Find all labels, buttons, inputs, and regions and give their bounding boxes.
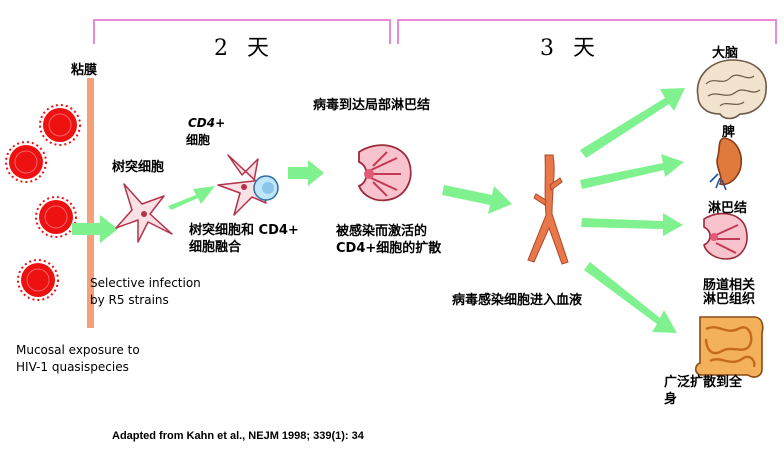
- dendritic-cell-icon: [115, 183, 173, 243]
- label-cd4-line1: CD4+: [188, 116, 226, 130]
- virus-particle: [39, 104, 81, 146]
- citation: Adapted from Kahn et al., NEJM 1998; 339…: [112, 430, 364, 442]
- lymph-node-small-icon: [703, 212, 748, 260]
- label-lymph-node: 淋巴结: [708, 201, 748, 216]
- arrow-virus-to-dc: [72, 215, 118, 243]
- label-fusion-line2: 细胞融合: [189, 240, 242, 255]
- bracket-day-3: [397, 19, 777, 44]
- note-mucosal-exposure: Mucosal exposure to HIV-1 quasispecies: [16, 342, 140, 376]
- bracket-day-2: [93, 19, 391, 44]
- note-mucosal-line2: HIV-1 quasispecies: [16, 360, 129, 374]
- label-dendritic-cell: 树突细胞: [112, 160, 165, 175]
- label-spread-line2: 身: [664, 392, 678, 407]
- note-mucosal-line1: Mucosal exposure to: [16, 343, 140, 357]
- virus-particle: [17, 259, 59, 301]
- virus-particle: [35, 196, 77, 238]
- label-gut-line2: 淋巴组织: [703, 292, 756, 307]
- label-blood-entry: 病毒感染细胞进入血液: [452, 293, 583, 308]
- label-spread-line1: 广泛扩散到全: [664, 375, 743, 390]
- mucosa-bar: [87, 78, 94, 328]
- label-brain: 大脑: [712, 46, 739, 61]
- day-label-3: 3 天: [540, 36, 601, 61]
- brain-icon: [696, 59, 767, 120]
- blood-vessel-icon: [527, 154, 569, 265]
- gut-icon: [694, 316, 764, 378]
- label-mucosa: 粘膜: [71, 63, 98, 78]
- label-gut-line1: 肠道相关: [703, 278, 756, 293]
- virus-particle: [5, 141, 47, 183]
- arrow-to-lymph-node: [581, 213, 683, 236]
- arrow-node-to-vessel: [442, 185, 512, 214]
- label-spleen: 脾: [722, 125, 736, 140]
- label-activated-line2: CD4+细胞的扩散: [336, 241, 442, 256]
- note-selective-line2: by R5 strains: [90, 293, 169, 307]
- label-activated-line1: 被感染而激活的: [336, 224, 428, 239]
- note-selective: Selective infection by R5 strains: [90, 275, 201, 309]
- arrow-to-spleen: [580, 154, 684, 189]
- arrow-cd4-to-node: [288, 160, 324, 186]
- day-label-2: 2 天: [214, 36, 275, 61]
- label-fusion-line1: 树突细胞和 CD4+: [189, 223, 299, 238]
- lymph-node-icon: [357, 144, 412, 202]
- arrow-to-gut: [584, 262, 677, 333]
- label-virus-to-lymph: 病毒到达局部淋巴结: [313, 98, 431, 113]
- label-cd4-line2: 细胞: [186, 133, 211, 147]
- note-selective-line1: Selective infection: [90, 276, 201, 290]
- arrow-to-brain: [580, 88, 685, 158]
- fusion-cell-icon: [217, 154, 279, 216]
- arrow-dc-to-cd4: [168, 186, 215, 210]
- spleen-icon: [709, 137, 742, 191]
